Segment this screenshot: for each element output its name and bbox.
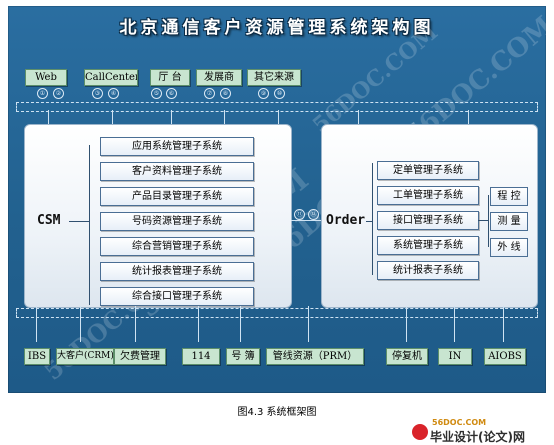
- bottom-dashed-bus: [16, 308, 538, 318]
- order-box: Order 定单管理子系统 工单管理子系统 接口管理子系统 系统管理子系统 统计…: [321, 124, 538, 308]
- csm-label: CSM: [37, 213, 61, 228]
- connector-line: [406, 306, 407, 342]
- port-number: ⑧: [220, 88, 231, 99]
- connector-line: [135, 306, 136, 342]
- bottom-system-arrears: 欠费管理: [114, 348, 166, 365]
- side-link: [478, 220, 488, 221]
- bottom-system-aiobs: AIOBS: [484, 348, 526, 365]
- port-number: ⑩: [274, 88, 285, 99]
- order-subsystem-system: 系统管理子系统: [377, 236, 479, 255]
- order-label: Order: [326, 213, 366, 228]
- connector-line: [171, 110, 172, 126]
- csm-subsystem-number: 号码资源管理子系统: [100, 212, 254, 231]
- order-branch: [366, 221, 372, 222]
- port-number: ④: [108, 88, 119, 99]
- order-spine: [372, 163, 373, 275]
- top-system-web: Web: [25, 69, 67, 86]
- order-subsystem-interface: 接口管理子系统: [377, 211, 479, 230]
- connector-line: [503, 306, 504, 342]
- csm-box: CSM 应用系统管理子系统 客户资料管理子系统 产品目录管理子系统 号码资源管理…: [24, 124, 292, 308]
- bottom-system-ibs: IBS: [24, 348, 50, 365]
- order-subsystem-workorder: 工单管理子系统: [377, 186, 479, 205]
- figure-caption: 图4.3 系统框架图: [237, 407, 317, 418]
- port-number: ⑦: [204, 88, 215, 99]
- connector-line: [468, 110, 469, 126]
- side-item-switch: 程 控: [490, 187, 528, 206]
- port-number: ①: [37, 88, 48, 99]
- port-number: ⑪: [294, 209, 305, 220]
- brand-name: 毕业设计(论文)网: [430, 430, 525, 444]
- bottom-system-prm: 管线资源（PRM）: [266, 348, 364, 365]
- csm-subsystem-product: 产品目录管理子系统: [100, 187, 254, 206]
- connector-line: [112, 110, 113, 126]
- connector-line: [36, 306, 37, 342]
- top-system-other: 其它来源: [247, 69, 301, 86]
- diagram-title: 北京通信客户资源管理系统架构图: [119, 18, 435, 38]
- port-number: ⑤: [151, 88, 162, 99]
- connector-line: [308, 306, 309, 342]
- top-dashed-bus: [16, 102, 538, 112]
- diagram-panel: 北京通信客户资源管理系统架构图 56DOC.COM 56DOC.COM 56DO…: [8, 6, 554, 393]
- connector-line: [278, 110, 279, 126]
- connector-line: [80, 306, 81, 342]
- order-subsystem-report: 统计报表子系统: [377, 261, 479, 280]
- side-link: [488, 195, 489, 247]
- csm-subsystem-interface: 综合接口管理子系统: [100, 287, 254, 306]
- top-system-developer: 发展商: [196, 69, 242, 86]
- csm-subsystem-customer: 客户资料管理子系统: [100, 162, 254, 181]
- order-subsystem-order: 定单管理子系统: [377, 161, 479, 180]
- csm-branch: [69, 221, 89, 222]
- brand-site: 56DOC.COM: [432, 418, 487, 427]
- bottom-system-directory: 号 簿: [226, 348, 260, 365]
- csm-subsystem-application: 应用系统管理子系统: [100, 137, 254, 156]
- csm-spine: [89, 145, 90, 305]
- top-system-hall: 厅 台: [150, 69, 190, 86]
- top-system-callcenter: CallCenter: [84, 69, 138, 86]
- bottom-system-suspend: 停复机: [386, 348, 428, 365]
- port-number: ⑨: [258, 88, 269, 99]
- connector-line: [198, 306, 199, 342]
- connector-line: [48, 110, 49, 126]
- csm-order-link: [291, 220, 321, 221]
- connector-line: [358, 110, 359, 126]
- port-number: ②: [53, 88, 64, 99]
- csm-subsystem-report: 统计报表管理子系统: [100, 262, 254, 281]
- bottom-system-crm: 大客户(CRM): [56, 348, 114, 365]
- bottom-system-114: 114: [182, 348, 220, 365]
- side-item-outside-line: 外 线: [490, 238, 528, 257]
- port-number: ⑫: [308, 209, 319, 220]
- port-number: ③: [92, 88, 103, 99]
- port-number: ⑥: [166, 88, 177, 99]
- side-item-measure: 测 量: [490, 212, 528, 231]
- csm-subsystem-marketing: 综合营销管理子系统: [100, 237, 254, 256]
- connector-line: [240, 306, 241, 342]
- connector-line: [454, 306, 455, 342]
- bottom-system-in: IN: [438, 348, 472, 365]
- brand-logo-icon: [412, 424, 428, 440]
- connector-line: [224, 110, 225, 126]
